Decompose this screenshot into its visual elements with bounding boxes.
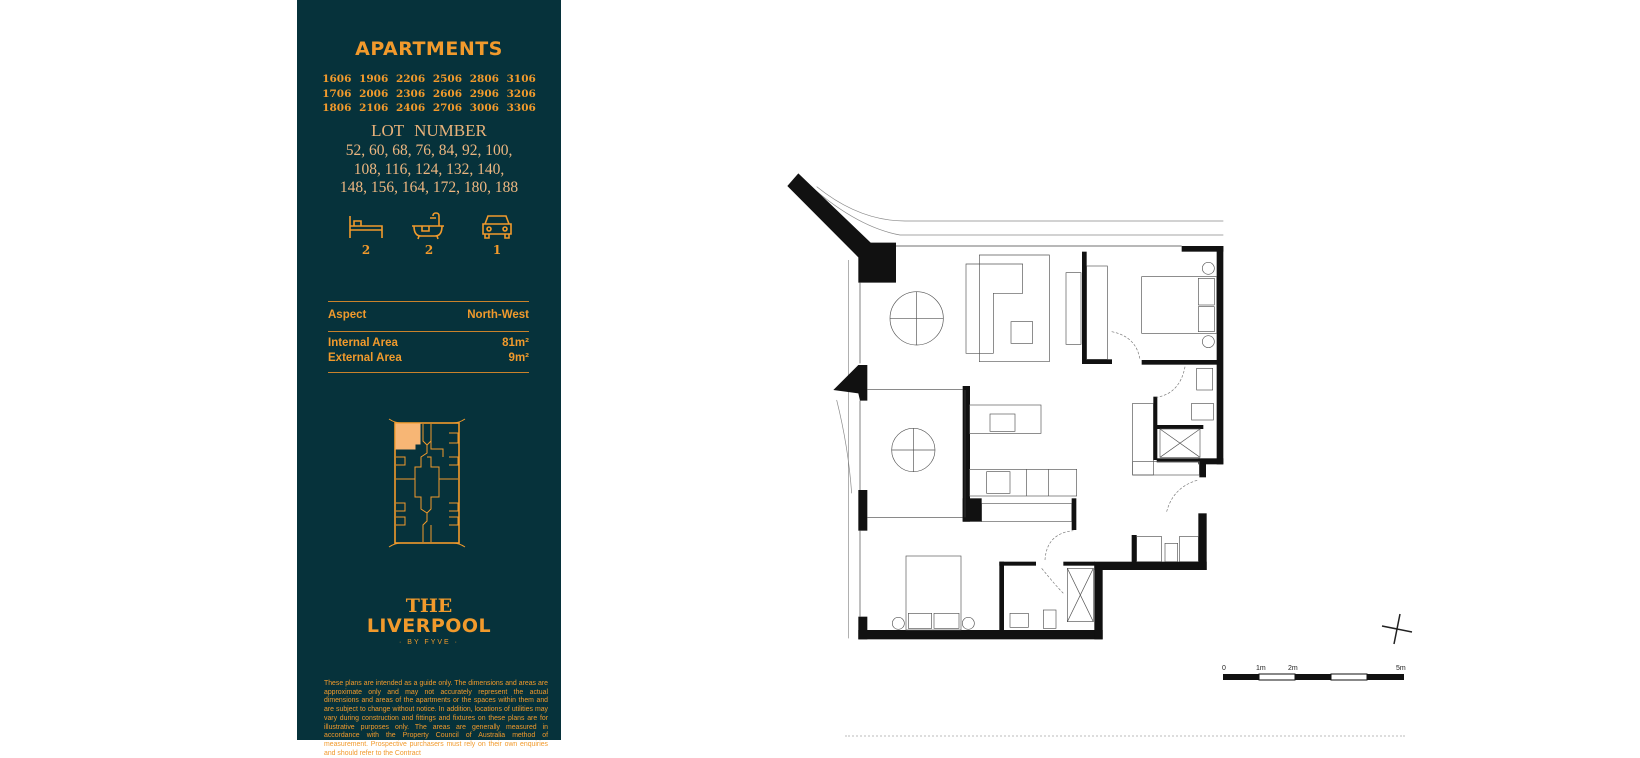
aspect-label: Aspect [328, 309, 367, 321]
scale-label: 1m [1256, 665, 1266, 672]
parking-count: 1 [492, 243, 502, 257]
key-plan-diagram [388, 418, 466, 548]
divider [328, 372, 529, 373]
aspect-value: North-West [467, 309, 529, 321]
scale-bar: 0 1m 2m 5m [1222, 665, 1406, 681]
car-icon [482, 215, 512, 239]
aspect-row: Aspect North-West [328, 309, 529, 321]
internal-area-row: Internal Area 81m² [328, 337, 529, 349]
lot-numbers-row: 52, 60, 68, 76, 84, 92, 100, [345, 142, 513, 159]
external-area-label: External Area [328, 352, 402, 364]
internal-area-label: Internal Area [328, 337, 398, 349]
windows [859, 245, 1182, 617]
bathroom-count: 2 [424, 243, 434, 257]
apartment-numbers-row: 1606 1906 2206 2506 2806 3106 [322, 73, 536, 85]
logo-the: THE [405, 595, 453, 617]
external-area-value: 9m² [508, 352, 529, 364]
scale-label: 0 [1222, 665, 1226, 672]
footer-faint-line [845, 735, 1405, 739]
lot-numbers-row: 148, 156, 164, 172, 180, 188 [339, 179, 519, 196]
highlighted-unit [395, 423, 421, 450]
apartment-numbers-row: 1706 2006 2306 2606 2906 3206 [322, 87, 536, 100]
logo-liverpool: LIVERPOOL [366, 615, 492, 637]
floor-plan [787, 173, 1224, 640]
living-furniture [889, 254, 1217, 631]
info-sidebar: APARTMENTS 1606 1906 2206 2506 2806 3106… [297, 0, 561, 757]
bathtub-icon [412, 212, 444, 240]
bed-icon [349, 216, 383, 238]
apartments-title: APARTMENTS [355, 38, 503, 60]
apartment-numbers-row: 1806 2106 2406 2706 3006 3306 [322, 102, 536, 114]
divider [328, 331, 529, 332]
door-swings [1041, 331, 1199, 594]
external-area-row: External Area 9m² [328, 352, 529, 364]
disclaimer-text: These plans are intended as a guide only… [324, 680, 548, 757]
walls [787, 173, 1224, 640]
apartment-numbers: 1606 1906 2206 2506 2806 3106 1706 2006 … [297, 72, 561, 116]
north-arrow-icon [1381, 613, 1413, 645]
bedroom-count: 2 [361, 243, 371, 257]
divider [328, 301, 529, 302]
internal-area-value: 81m² [502, 337, 529, 349]
logo-by-fyve: · BY FYVE · [399, 639, 459, 646]
lot-number-heading: LOT NUMBER [371, 121, 487, 140]
lot-numbers-row: 108, 116, 124, 132, 140, [353, 160, 505, 178]
scale-label: 2m [1288, 665, 1298, 672]
lot-numbers: 52, 60, 68, 76, 84, 92, 100, 108, 116, 1… [297, 142, 561, 198]
scale-label: 5m [1396, 665, 1406, 672]
